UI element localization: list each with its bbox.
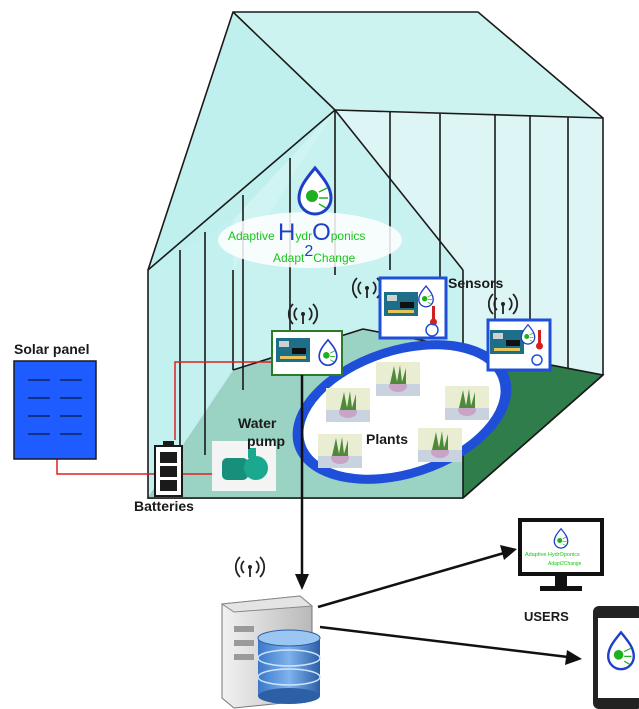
greenhouse-roof-right: [233, 12, 603, 118]
server-to-users-arrows: [317, 545, 582, 665]
logo-word-adaptive: Adaptive: [228, 229, 278, 243]
logo-word-adapt: Adapt: [273, 251, 305, 265]
humidity-icon: [425, 323, 439, 337]
thermometer-icon: [538, 330, 541, 344]
wifi-icon: [234, 556, 266, 578]
humidity-icon: [531, 354, 543, 366]
plant-image: [418, 428, 462, 462]
solar-panel: Solar panel: [13, 341, 97, 460]
plant-pond: Plants: [292, 340, 512, 484]
sensors-label: Sensors: [448, 275, 503, 291]
thermometer-icon: [432, 306, 435, 320]
logo-letter-o: O: [312, 219, 331, 246]
user-monitor[interactable]: Adaptive HydrOponics Adapt2Change: [518, 518, 604, 591]
water-pump-label-line1: Water: [238, 415, 277, 431]
logo-word-change: Change: [313, 251, 355, 265]
database-icon: [257, 629, 321, 704]
users-label: USERS: [524, 609, 569, 624]
microcontroller-board-icon: [490, 330, 524, 354]
svg-text:Adaptive HydrOponics: Adaptive HydrOponics: [525, 552, 580, 558]
plant-image: [445, 386, 489, 420]
controller: [271, 303, 343, 376]
hydroponics-logo: Adaptive HydrOponics Adapt2Change: [218, 166, 402, 268]
plant-image: [376, 362, 420, 396]
water-pump: Water pump: [212, 415, 285, 491]
sensor-1: [351, 276, 448, 340]
microcontroller-board-icon: [276, 338, 310, 362]
batteries-label: Batteries: [134, 498, 194, 514]
svg-text:Adapt2Change: Adapt2Change: [273, 243, 356, 265]
logo-word-ydr: ydr: [295, 229, 312, 243]
batteries: Batteries: [134, 441, 194, 514]
server: [220, 556, 321, 709]
plant-image: [318, 434, 362, 468]
user-smartphone[interactable]: [593, 606, 639, 709]
logo-word-ponics: ponics: [331, 229, 366, 243]
water-pump-label-line2: pump: [247, 433, 285, 449]
svg-text:Adapt2Change: Adapt2Change: [548, 561, 582, 567]
power-wires: [56, 361, 272, 475]
plants-label: Plants: [366, 431, 408, 447]
sensor-2: [486, 293, 552, 372]
solar-panel-label: Solar panel: [14, 341, 89, 357]
logo-cloud: [218, 212, 402, 268]
plant-image: [326, 388, 370, 422]
pump-motor-icon: [222, 458, 248, 480]
logo-number-2: 2: [304, 243, 313, 260]
controller-to-server-arrow: [295, 375, 309, 590]
logo-letter-h: H: [278, 219, 295, 246]
svg-text:Adaptive HydrOponics: Adaptive HydrOponics: [228, 219, 365, 246]
microcontroller-board-icon: [384, 292, 418, 316]
